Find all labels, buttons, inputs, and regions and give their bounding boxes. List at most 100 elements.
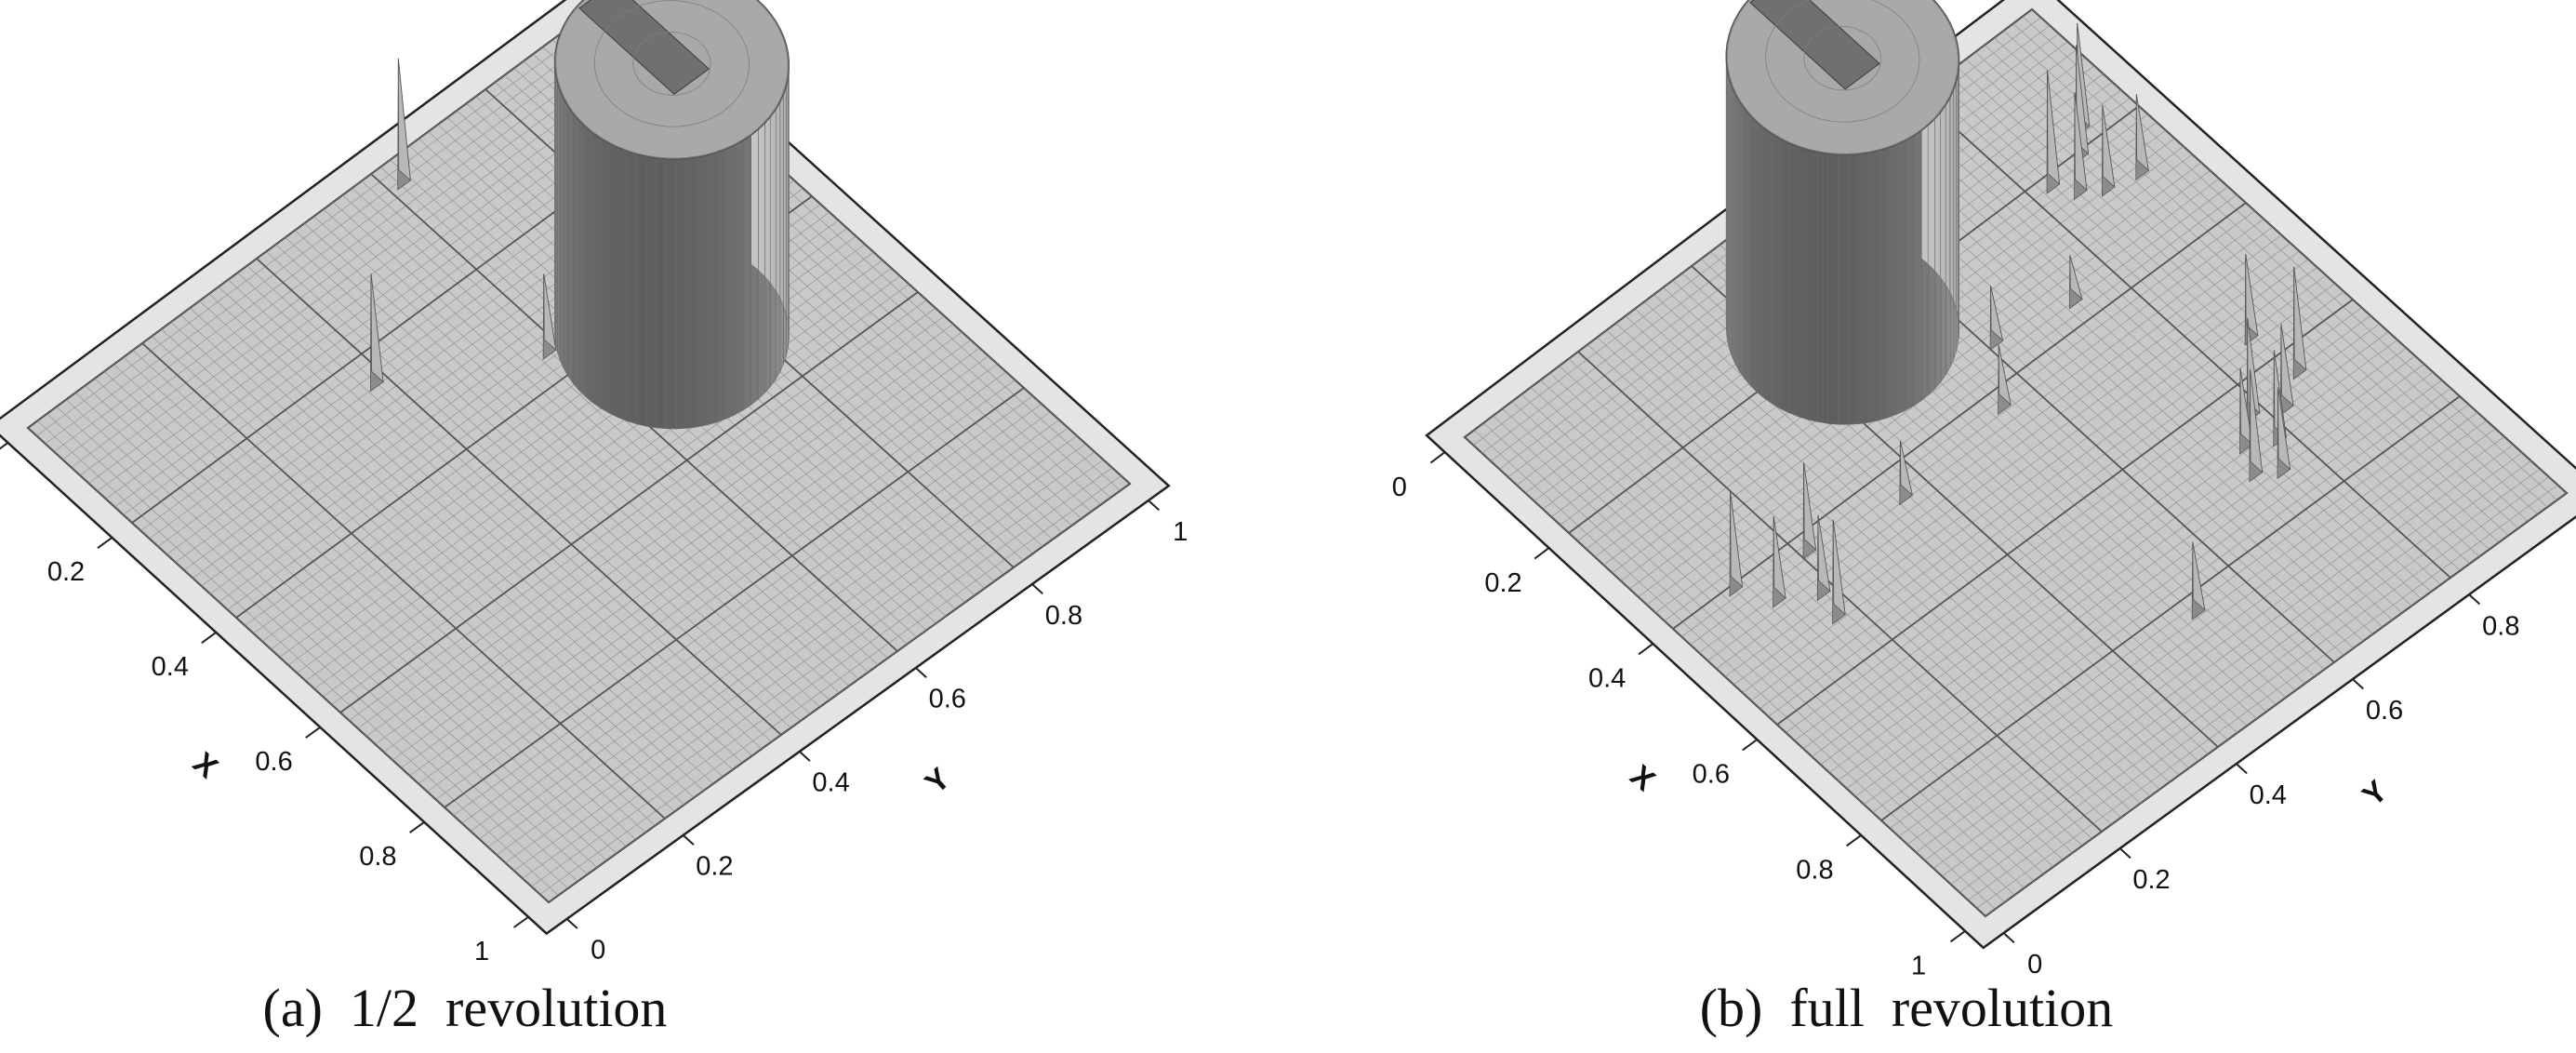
cylinder-wall	[559, 90, 564, 369]
spike-face	[2277, 387, 2291, 471]
y-tick	[915, 667, 927, 678]
spike-face	[1990, 286, 2004, 342]
mesh-line	[1968, 476, 2550, 901]
x-tick	[201, 632, 217, 644]
y-tick	[2468, 593, 2481, 606]
spike-face	[2069, 255, 2083, 300]
mesh-line	[548, 483, 1131, 903]
y-tick-label: 0.8	[1045, 601, 1082, 631]
surface-mesh-a	[27, 4, 1131, 903]
spike	[2074, 92, 2088, 201]
x-tick	[1534, 547, 1550, 560]
spike-face	[1998, 344, 2012, 407]
x-tick-label: 1	[474, 937, 489, 966]
mesh-line	[505, 443, 1086, 863]
x-tick	[1742, 739, 1758, 752]
x-tick-label: 0.4	[1588, 664, 1626, 694]
spike	[2249, 368, 2264, 483]
cylinder-wall	[600, 138, 609, 414]
spike-face	[1832, 519, 1846, 616]
y-tick	[682, 834, 695, 846]
x-tick	[1429, 451, 1446, 464]
grid-line	[1880, 395, 2461, 821]
cylinder-top-mesh	[1765, 0, 1920, 123]
spike	[1816, 514, 1831, 602]
x-tick	[97, 537, 113, 550]
spike	[2277, 387, 2291, 480]
mesh-line	[539, 475, 1122, 895]
mesh-line	[487, 427, 1069, 847]
cylinder-wall	[716, 148, 726, 423]
x-tick-label: 0.2	[47, 557, 85, 587]
cylinder-wall	[1744, 108, 1751, 387]
y-tick-label: 1	[1173, 517, 1188, 547]
spike	[1832, 519, 1846, 625]
y-tick	[2352, 678, 2364, 690]
mesh-line	[513, 451, 1095, 872]
spike-face	[2239, 367, 2253, 446]
cylinder-wall	[1913, 129, 1922, 407]
y-tick-label: 0.2	[696, 852, 733, 882]
spike	[2046, 70, 2061, 194]
y-tick	[2236, 763, 2248, 775]
cylinder-wall	[656, 157, 668, 430]
cylinder-wall	[645, 155, 657, 429]
y-axis-label: Y	[2356, 773, 2394, 812]
spike-face	[543, 273, 557, 352]
cylinder-wall	[706, 152, 717, 426]
cylinder-wall	[666, 158, 678, 430]
mesh-line	[1976, 485, 2558, 909]
cylinder-wall	[635, 153, 647, 427]
mesh-line	[2022, 16, 2557, 500]
cylinder-wall	[686, 156, 697, 429]
cylinder-wall	[585, 126, 593, 404]
cylinder-top-mesh	[632, 32, 711, 96]
x-tick-label: 0.2	[1484, 568, 1521, 598]
cylinder-wall	[1857, 152, 1869, 425]
y-tick-label: 0	[2027, 950, 2042, 980]
spike	[1729, 491, 1744, 597]
spike	[397, 58, 411, 191]
cylinder-wall	[1827, 153, 1839, 425]
cylinder-wall	[1763, 127, 1773, 405]
spike-face	[2250, 368, 2264, 473]
mesh-line	[1932, 444, 2514, 869]
spike-face	[2192, 541, 2206, 611]
mesh-line	[1959, 468, 2541, 893]
cylinder-wall	[563, 97, 569, 378]
spike	[1998, 344, 2012, 416]
x-tick-label: 0.6	[1693, 760, 1730, 790]
mesh-line	[479, 420, 1060, 840]
cylinder-wall	[1798, 146, 1809, 420]
cylinder-wall	[567, 105, 574, 384]
cylinder-wall	[676, 158, 688, 430]
spike	[1899, 440, 1914, 506]
cylinder-top-mesh	[555, 0, 789, 159]
spike-face	[1803, 462, 1817, 551]
mesh-line	[522, 459, 1104, 879]
slotted-cylinder	[553, 0, 790, 430]
cylinder-wall	[1896, 140, 1906, 415]
cylinder-wall	[1731, 86, 1736, 365]
x-tick	[305, 726, 321, 739]
grid-line	[141, 342, 666, 820]
grid-line	[1776, 299, 2354, 726]
spike-face	[1773, 516, 1786, 599]
spike-face	[2074, 92, 2088, 192]
grid-line	[1918, 94, 2451, 579]
cylinder-wall	[1788, 142, 1799, 418]
spike	[2279, 324, 2294, 416]
mesh-line	[1946, 73, 2480, 557]
x-tick	[1949, 930, 1966, 943]
mesh-line	[2003, 30, 2538, 515]
cylinder-wall	[1734, 92, 1740, 373]
spike	[2191, 541, 2206, 620]
cylinder-top-mesh	[1803, 26, 1882, 91]
spike-face	[2047, 70, 2061, 185]
cylinder-wall	[591, 132, 601, 409]
grid-line	[444, 387, 1025, 808]
y-tick-label: 0.4	[2250, 780, 2287, 810]
